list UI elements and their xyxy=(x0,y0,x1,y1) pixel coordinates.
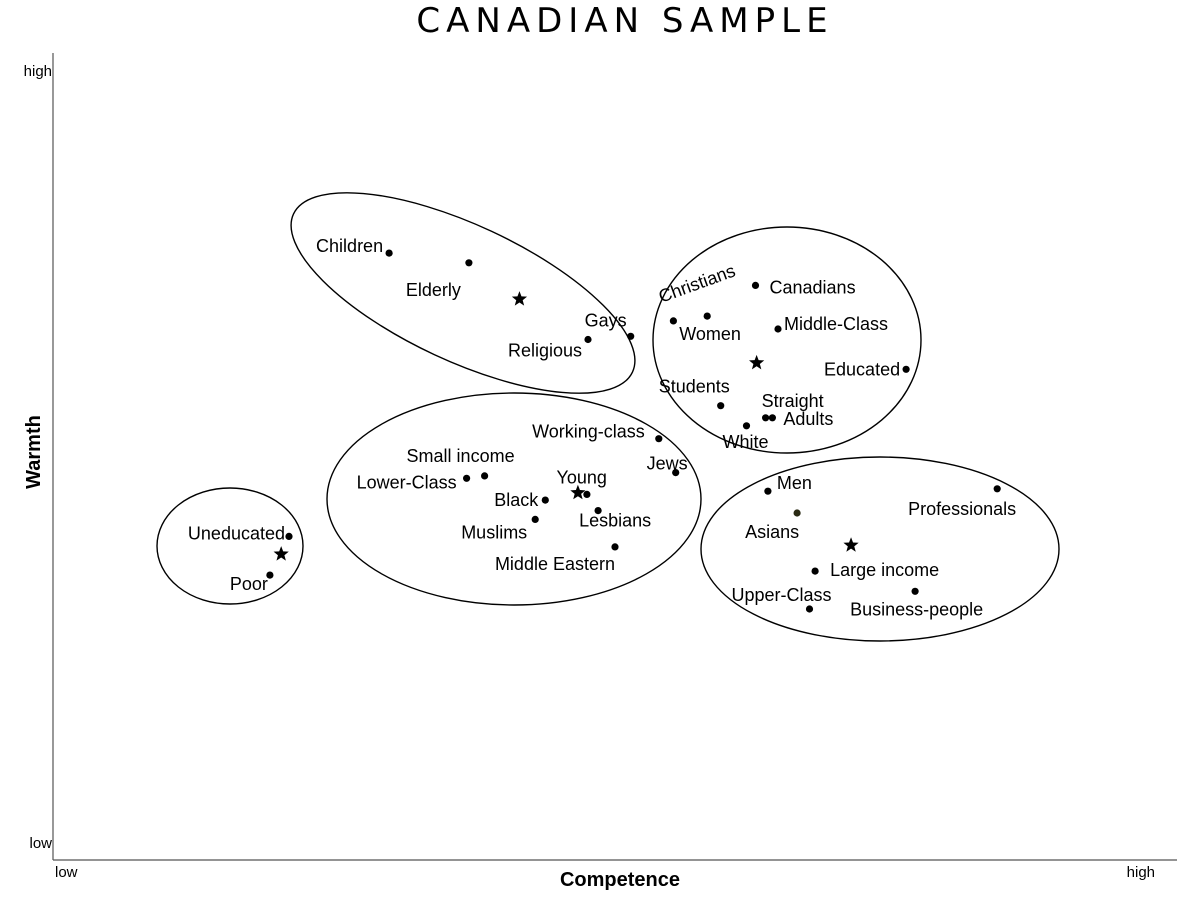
point-lesbians xyxy=(594,507,602,515)
cluster-center-star-2 xyxy=(749,354,765,370)
point-poor xyxy=(266,571,274,579)
point-lower-class xyxy=(463,474,471,482)
chart-title: CANADIAN SAMPLE xyxy=(416,1,833,41)
label-large-income: Large income xyxy=(830,560,939,580)
point-students xyxy=(717,402,725,410)
label-black: Black xyxy=(494,490,539,510)
cluster-center-star-5 xyxy=(843,537,859,552)
point-professionals xyxy=(993,485,1001,493)
y-tick-high: high xyxy=(24,63,52,80)
label-young: Young xyxy=(556,467,606,487)
point-black xyxy=(541,496,549,504)
point-business-people xyxy=(911,587,919,595)
point-children xyxy=(385,249,393,257)
label-adults: Adults xyxy=(783,409,833,429)
label-small-income: Small income xyxy=(407,446,515,466)
label-christians: Christians xyxy=(656,260,738,306)
point-adults xyxy=(768,414,777,422)
point-women xyxy=(703,312,711,320)
label-professionals: Professionals xyxy=(908,499,1016,519)
cluster-centers xyxy=(273,291,859,561)
cluster-ellipse-elderly xyxy=(290,192,636,394)
label-women: Women xyxy=(679,324,741,344)
label-religious: Religious xyxy=(508,341,582,361)
label-uneducated: Uneducated xyxy=(188,523,285,543)
label-gays: Gays xyxy=(585,310,627,330)
y-axis-label: Warmth xyxy=(23,415,45,489)
label-asians: Asians xyxy=(745,522,799,542)
cluster-ellipse-professionals xyxy=(700,456,1060,642)
label-lower-class: Lower-Class xyxy=(357,472,457,492)
point-middle-eastern xyxy=(611,543,619,551)
point-muslims xyxy=(531,515,539,524)
point-middle-class xyxy=(774,325,782,333)
point-canadians xyxy=(751,281,760,289)
label-educated: Educated xyxy=(824,359,900,379)
label-men: Men xyxy=(777,473,812,493)
cluster-ellipse-canadians xyxy=(652,226,922,454)
label-jews: Jews xyxy=(647,454,688,474)
point-working-class xyxy=(655,435,663,443)
point-elderly xyxy=(465,259,473,267)
label-poor: Poor xyxy=(230,574,268,594)
point-young xyxy=(583,490,591,498)
point-small-income xyxy=(481,472,489,480)
point-large-income xyxy=(811,567,819,575)
point-upper-class xyxy=(805,605,814,613)
label-lesbians: Lesbians xyxy=(579,511,651,531)
label-business-people: Business-people xyxy=(850,599,983,619)
label-middle-eastern: Middle Eastern xyxy=(495,554,615,574)
label-middle-class: Middle-Class xyxy=(784,314,888,334)
label-muslims: Muslims xyxy=(461,522,527,542)
cluster-ellipse-working-class xyxy=(326,392,702,606)
point-men xyxy=(764,487,772,495)
label-white: White xyxy=(723,432,769,452)
x-tick-low: low xyxy=(55,864,78,881)
label-students: Students xyxy=(659,377,730,397)
point-gays xyxy=(627,332,635,340)
point-straight xyxy=(762,414,770,422)
cluster-ellipse-poor xyxy=(156,487,304,605)
x-tick-high: high xyxy=(1127,864,1155,881)
point-educated xyxy=(902,365,910,373)
data-markers xyxy=(266,249,1001,613)
point-religious xyxy=(584,335,592,344)
point-jews xyxy=(672,469,680,477)
label-children: Children xyxy=(316,236,383,256)
point-uneducated xyxy=(285,532,293,541)
label-working-class: Working-class xyxy=(532,422,645,442)
point-white xyxy=(742,422,751,430)
cluster-center-star-3 xyxy=(570,484,586,500)
x-axis-label: Competence xyxy=(560,869,680,891)
cluster-center-star-4 xyxy=(273,546,289,561)
cluster-ellipses xyxy=(156,192,1060,642)
label-upper-class: Upper-Class xyxy=(732,585,832,605)
cluster-center-star-1 xyxy=(511,291,528,306)
label-canadians: Canadians xyxy=(770,277,856,297)
point-asians xyxy=(793,509,801,517)
label-elderly: Elderly xyxy=(406,280,461,300)
point-christians xyxy=(669,317,678,325)
y-tick-low: low xyxy=(29,835,52,852)
label-straight: Straight xyxy=(762,391,824,411)
